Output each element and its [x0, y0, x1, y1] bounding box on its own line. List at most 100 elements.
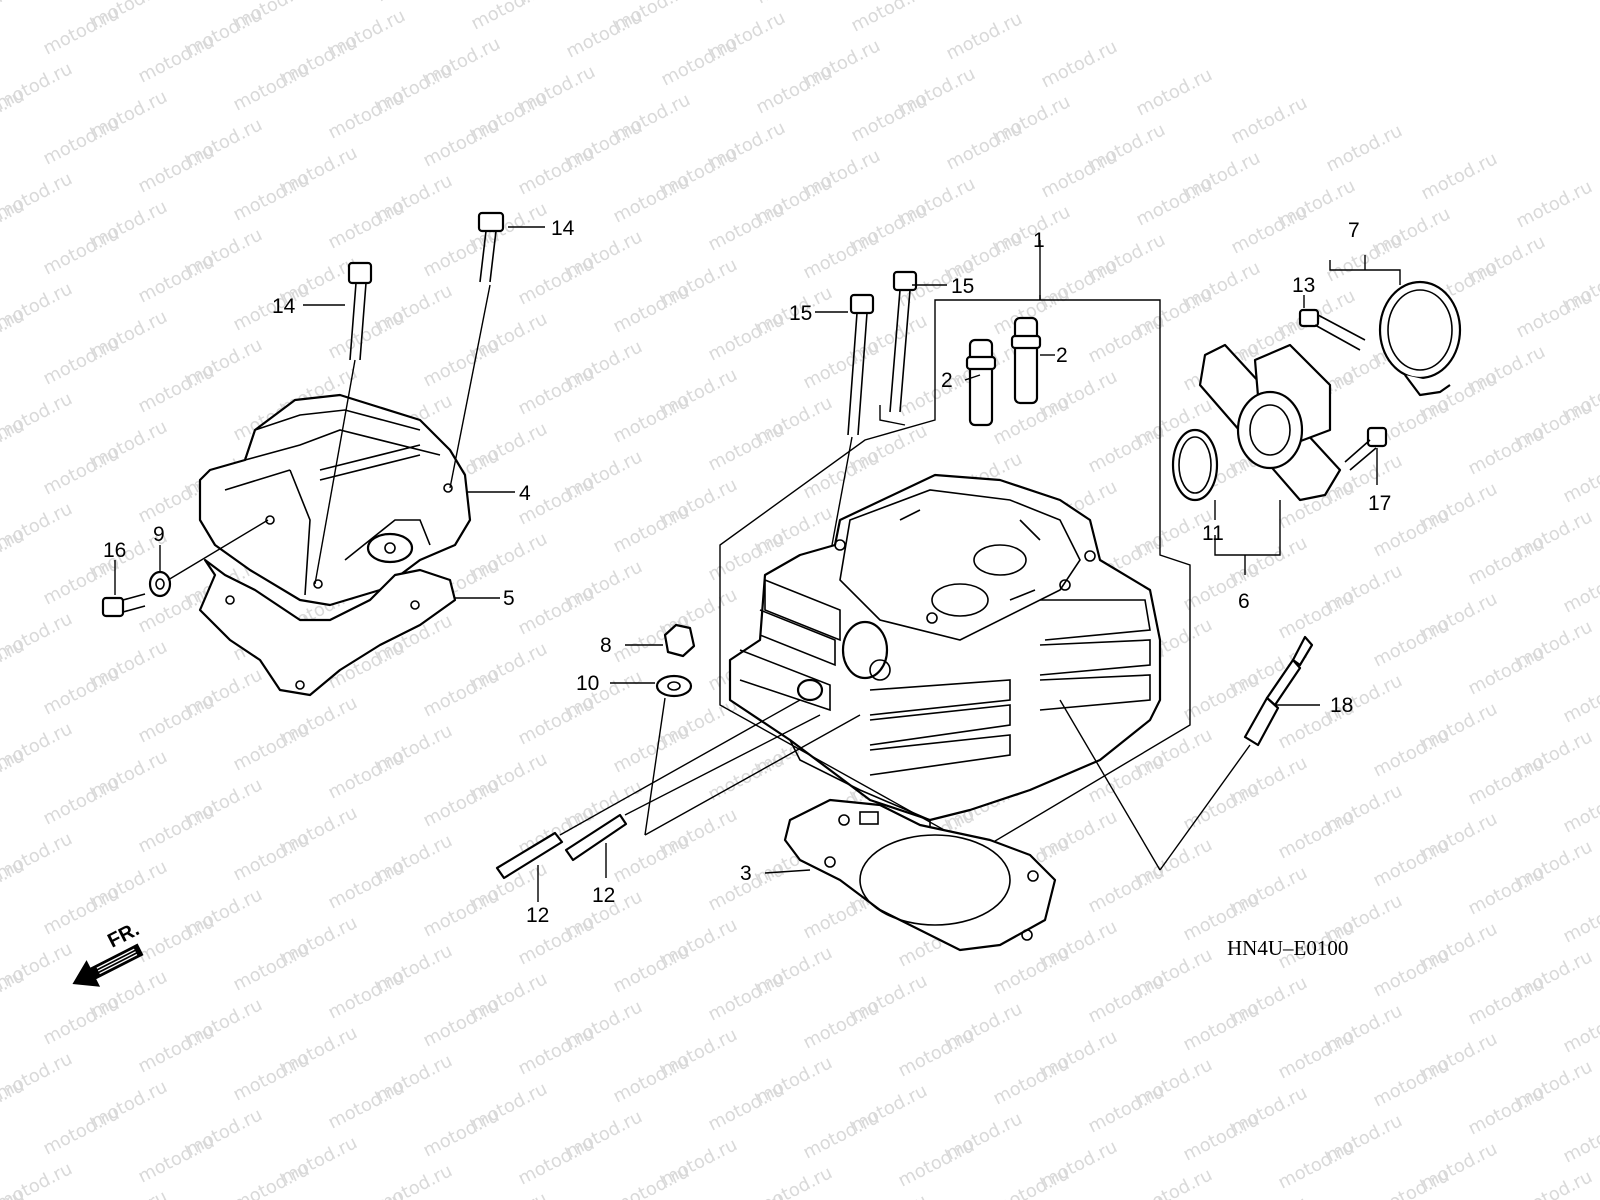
watermark-text: motod.ru — [1275, 807, 1358, 863]
watermark-text: motod.ru — [610, 391, 693, 447]
watermark-text: motod.ru — [40, 223, 123, 279]
watermark-text: motod.ru — [800, 997, 883, 1053]
watermark-text: motod.ru — [848, 1190, 931, 1200]
watermark-text: motod.ru — [1228, 92, 1311, 148]
watermark-text: motod.ru — [1465, 1083, 1548, 1139]
watermark-text: motod.ru — [373, 0, 456, 6]
callout-7: 7 — [1348, 219, 1360, 242]
watermark-text: motod.ru — [895, 365, 978, 421]
watermark-text: motod.ru — [1085, 421, 1168, 477]
insulator-bolts — [1298, 308, 1388, 471]
watermark-text: motod.ru — [1038, 146, 1121, 202]
watermark-text: motod.ru — [0, 0, 28, 31]
watermark-text: motod.ru — [1085, 1081, 1168, 1137]
watermark-text: motod.ru — [753, 1162, 836, 1200]
watermark-text: motod.ru — [1370, 725, 1453, 781]
bolt-and-washer — [101, 519, 269, 618]
callout-9: 9 — [153, 523, 165, 546]
watermark-text: motod.ru — [1560, 1111, 1600, 1167]
watermark-text: motod.ru — [705, 969, 788, 1025]
callout-14b: 14 — [272, 295, 296, 318]
watermark-text: motod.ru — [1560, 451, 1600, 507]
watermark-text: motod.ru — [800, 227, 883, 283]
watermark-text: motod.ru — [1180, 559, 1263, 615]
watermark-text: motod.ru — [1370, 615, 1453, 671]
watermark-text: motod.ru — [135, 1131, 218, 1187]
watermark-text: motod.ru — [943, 8, 1026, 64]
callout-16: 16 — [103, 539, 126, 562]
watermark-text: motod.ru — [135, 1021, 218, 1077]
watermark-text: motod.ru — [610, 281, 693, 337]
watermark-text: motod.ru — [610, 1051, 693, 1107]
watermark-text: motod.ru — [1275, 1027, 1358, 1083]
watermark-text: motod.ru — [1133, 174, 1216, 230]
watermark-text: motod.ru — [230, 939, 313, 995]
cylinder-head-bracket — [719, 240, 1191, 851]
watermark-text: motod.ru — [563, 6, 646, 62]
valve-guides — [965, 316, 1042, 427]
watermark-text: motod.ru — [610, 831, 693, 887]
watermark-text: motod.ru — [1560, 781, 1600, 837]
callout-2b: 2 — [1056, 344, 1068, 367]
watermark-text: motod.ru — [325, 1077, 408, 1133]
watermark-text: motod.ru — [230, 1159, 313, 1200]
watermark-text: motod.ru — [1465, 533, 1548, 589]
watermark-text: motod.ru — [1085, 1191, 1168, 1200]
callout-3: 3 — [740, 862, 752, 885]
watermark-text: motod.ru — [230, 719, 313, 775]
watermark-text: motod.ru — [40, 3, 123, 59]
watermark-text: motod.ru — [705, 199, 788, 255]
leader-lines — [114, 226, 1378, 902]
watermark-text: motod.ru — [1465, 863, 1548, 919]
watermark-text: motod.ru — [325, 307, 408, 363]
watermark-text: motod.ru — [610, 941, 693, 997]
watermark-text: motod.ru — [848, 90, 931, 146]
head-cover-gasket — [198, 558, 457, 697]
watermark-text: motod.ru — [1133, 64, 1216, 120]
watermark-text: motod.ru — [1180, 779, 1263, 835]
callout-12a: 12 — [526, 904, 549, 927]
callout-5: 5 — [503, 587, 515, 610]
watermark-text: motod.ru — [1275, 1137, 1358, 1193]
watermark-text: motod.ru — [420, 335, 503, 391]
watermark-text: motod.ru — [1370, 835, 1453, 891]
watermark-text: motod.ru — [325, 747, 408, 803]
callout-4: 4 — [519, 482, 531, 505]
watermark-text: motod.ru — [325, 1187, 408, 1200]
watermark-text: motod.ru — [990, 1163, 1073, 1200]
head-bolts — [831, 270, 918, 546]
watermark-text: motod.ru — [135, 31, 218, 87]
callout-15a: 15 — [951, 275, 974, 298]
watermark-text: motod.ru — [1370, 1055, 1453, 1111]
watermark-text: motod.ru — [1560, 1001, 1600, 1057]
watermark-text: motod.ru — [40, 773, 123, 829]
watermark-text: motod.ru — [468, 0, 551, 34]
watermark-text: motod.ru — [1513, 176, 1596, 232]
watermark-text: motod.ru — [1560, 671, 1600, 727]
watermark-text: motod.ru — [468, 1188, 551, 1200]
watermark-text: motod.ru — [40, 113, 123, 169]
callout-14a: 14 — [551, 217, 575, 240]
watermark-text: motod.ru — [1560, 561, 1600, 617]
watermark-text: motod.ru — [895, 1025, 978, 1081]
watermark-text: motod.ru — [943, 118, 1026, 174]
watermark-text: motod.ru — [325, 197, 408, 253]
watermark-text: motod.ru — [705, 419, 788, 475]
watermark-text: motod.ru — [610, 171, 693, 227]
watermark-text: motod.ru — [800, 1107, 883, 1163]
nut-and-washer — [644, 623, 861, 836]
watermark-text: motod.ru — [800, 337, 883, 393]
watermark-text: motod.ru — [40, 333, 123, 389]
callout-12b: 12 — [592, 884, 615, 907]
watermark-text: motod.ru — [230, 59, 313, 115]
cover-bolts — [314, 211, 505, 585]
watermark-text: motod.ru — [515, 693, 598, 749]
watermark-text: motod.ru — [1513, 286, 1596, 342]
watermark-text: motod.ru — [230, 829, 313, 885]
watermark-text: motod.ru — [1275, 587, 1358, 643]
watermark-text: motod.ru — [1370, 1165, 1453, 1200]
watermark-text: motod.ru — [515, 1133, 598, 1189]
watermark-text: motod.ru — [230, 1049, 313, 1105]
watermark-text: motod.ru — [135, 361, 218, 417]
watermark-text: motod.ru — [1323, 120, 1406, 176]
